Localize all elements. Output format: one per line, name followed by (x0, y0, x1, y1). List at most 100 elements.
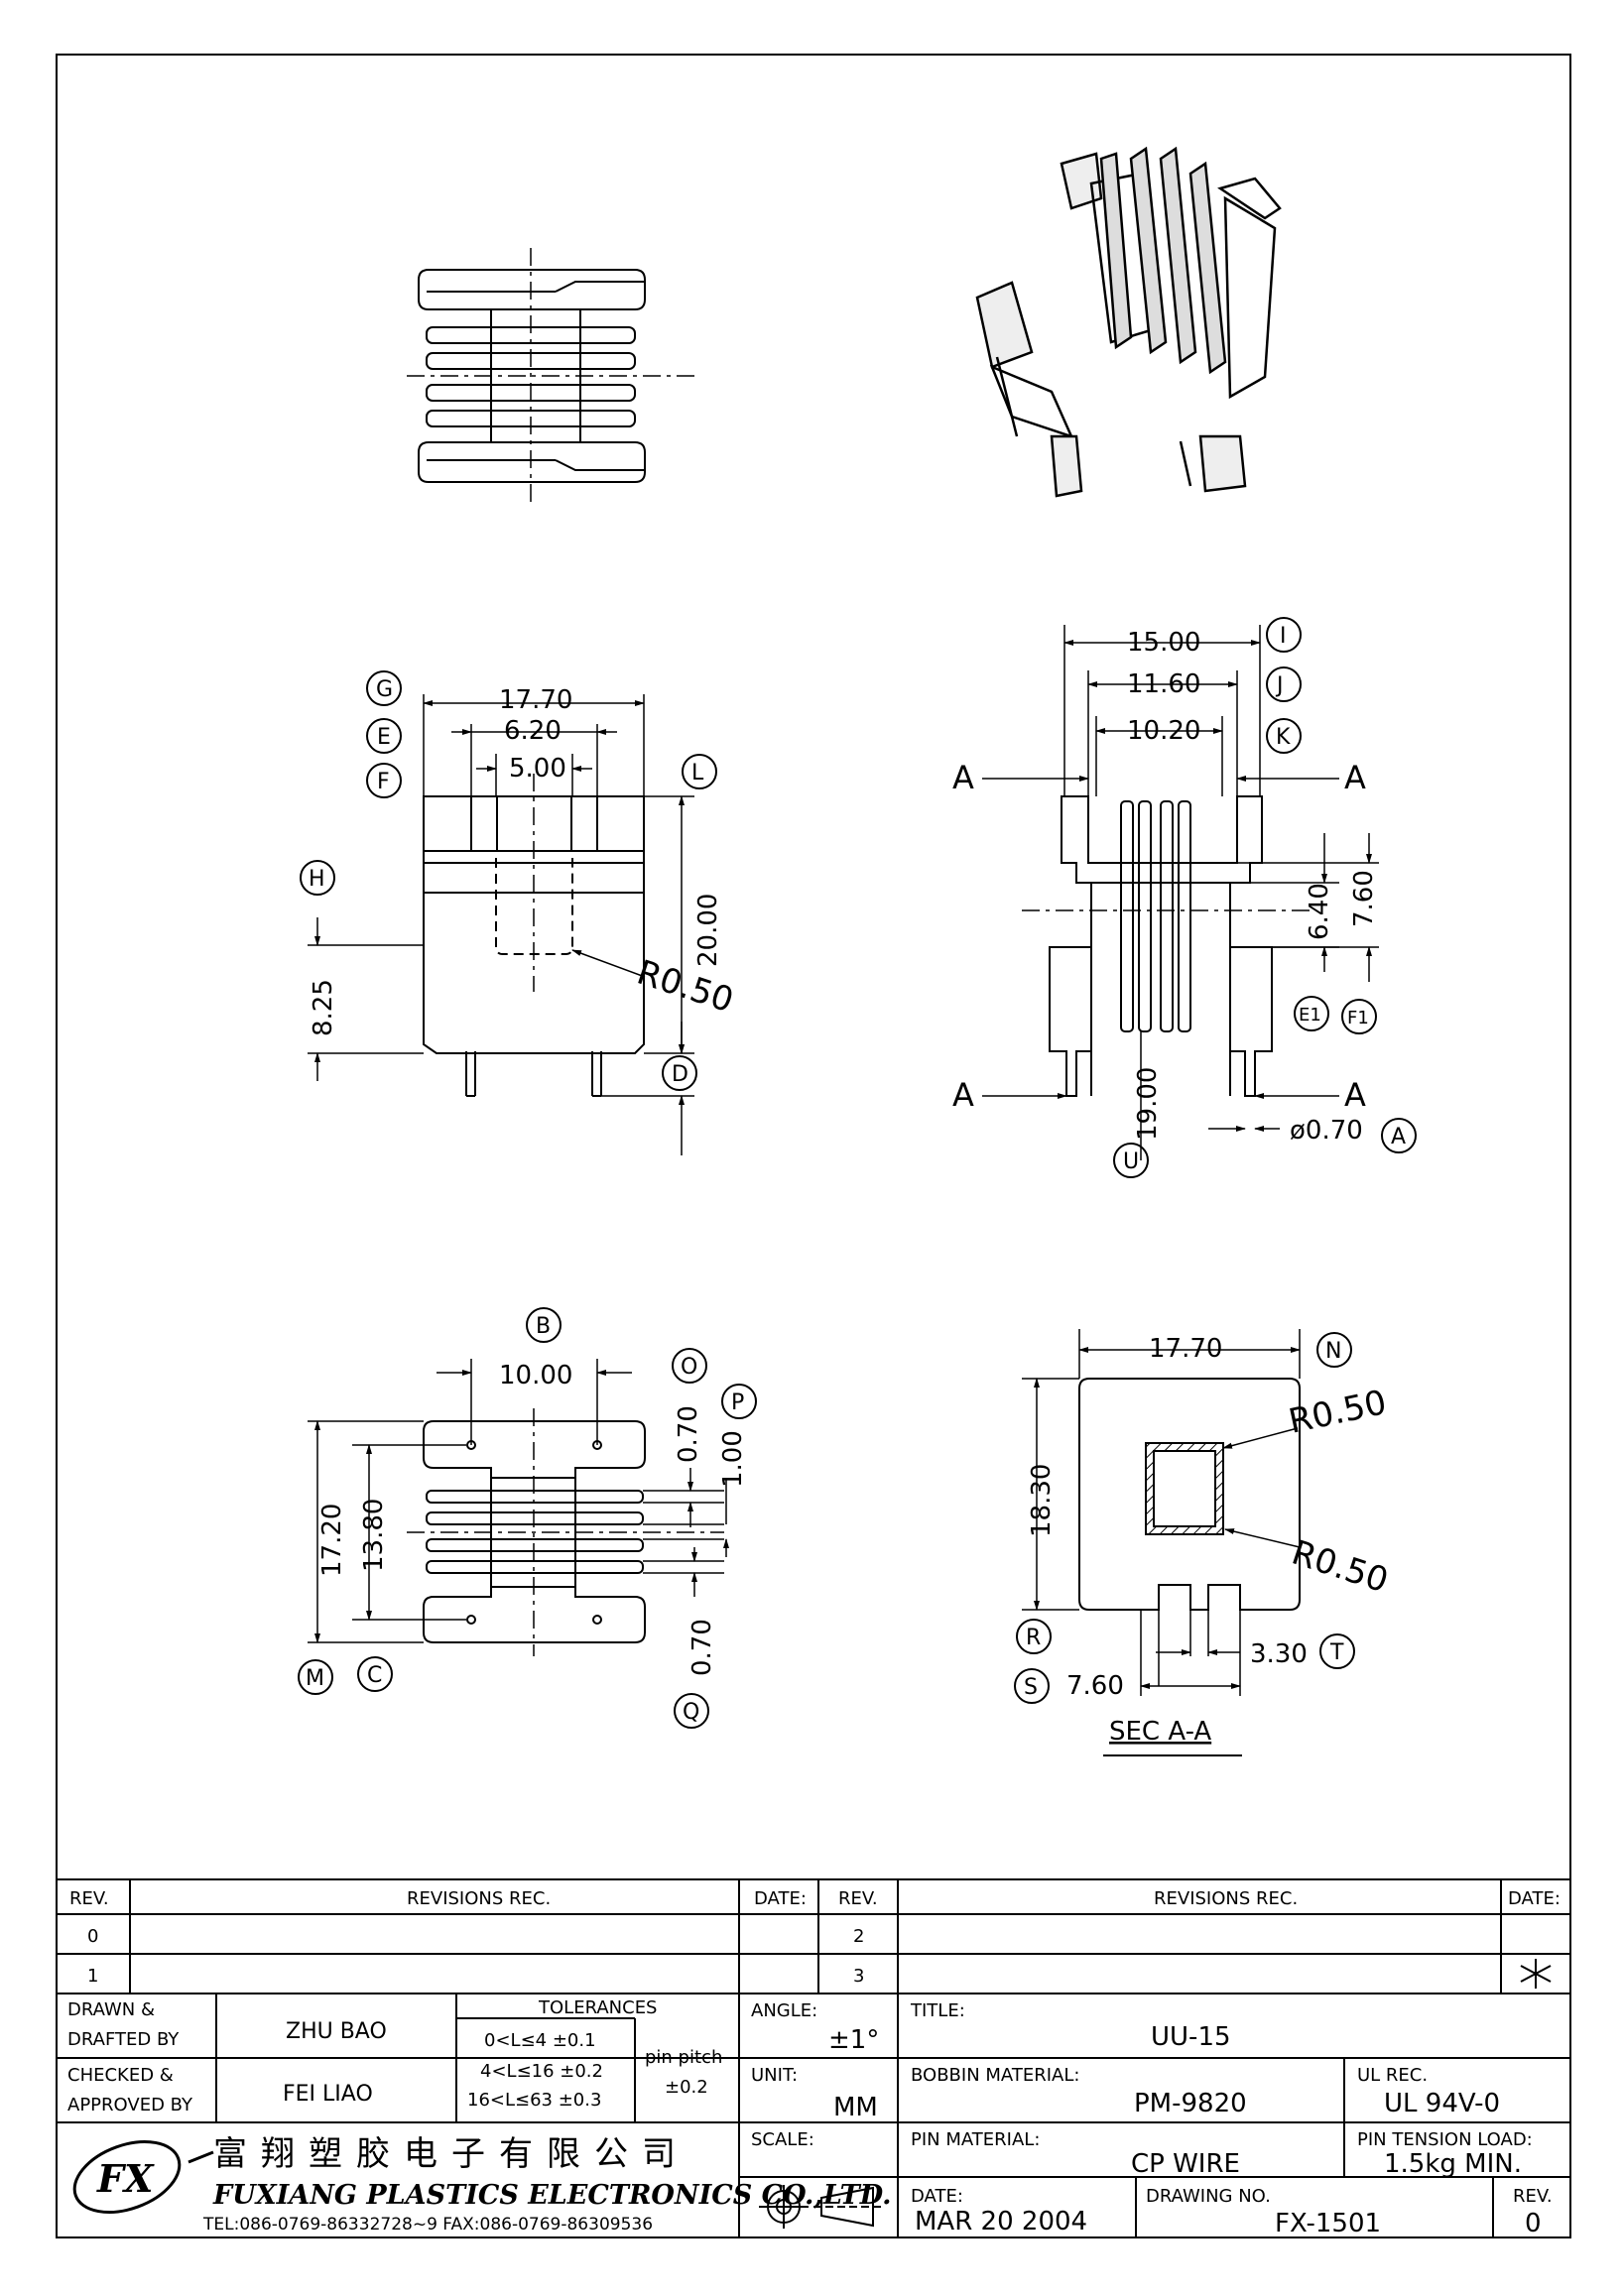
section-a-left-top: A (952, 759, 974, 796)
logo-text: FX (96, 2156, 155, 2201)
marker-u: U (1123, 1149, 1139, 1174)
projection-symbol-icon (759, 2185, 883, 2229)
drawn-by: ZHU BAO (286, 2019, 387, 2044)
date-header-left: DATE: (754, 1888, 807, 1909)
drawing-no-value: FX-1501 (1275, 2209, 1381, 2238)
section-view: 17.70 18.30 R0.50 R0.50 3.30 7.60 SEC A-… (1014, 1329, 1393, 1756)
checked-label-2: APPROVED BY (67, 2095, 193, 2115)
sec-dim-r2: R0.50 (1287, 1533, 1393, 1602)
pin-tension-label: PIN TENSION LOAD: (1357, 2129, 1533, 2150)
angle-label: ANGLE: (751, 2000, 817, 2021)
marker-f1: F1 (1347, 1008, 1369, 1028)
marker-d: D (672, 1062, 688, 1087)
dim-070-bottom: 0.70 (687, 1619, 717, 1676)
date-label: DATE: (911, 2186, 963, 2207)
marker-a: A (1391, 1125, 1406, 1149)
marker-f: F (377, 770, 390, 794)
title-label: TITLE: (910, 2000, 965, 2021)
asterisk-icon (1520, 1959, 1552, 1989)
tolerance-3: 16<L≤63 ±0.3 (467, 2090, 601, 2111)
checked-by: FEI LIAO (283, 2082, 373, 2107)
rev-row-1: 1 (87, 1966, 98, 1987)
company-name-cn: 富翔塑胶电子有限公司 (213, 2134, 689, 2174)
pin-material-label: PIN MATERIAL: (911, 2129, 1040, 2150)
drawn-label-1: DRAWN & (67, 1999, 155, 2020)
rev-value: 0 (1525, 2209, 1542, 2238)
marker-j: J (1275, 673, 1284, 698)
marker-e: E (377, 725, 391, 750)
marker-l: L (691, 761, 704, 785)
marker-b: B (536, 1314, 551, 1339)
marker-c: C (367, 1663, 382, 1688)
bobbin-material-label: BOBBIN MATERIAL: (911, 2065, 1079, 2086)
section-a-right-top: A (1344, 759, 1366, 796)
marker-m: M (306, 1666, 324, 1691)
side-view: 15.00 11.60 10.20 6.40 7.60 19.00 ø0.70 … (952, 617, 1417, 1178)
tolerance-1: 0<L≤4 ±0.1 (484, 2030, 596, 2051)
rev-row-2: 2 (853, 1926, 864, 1947)
marker-h: H (309, 867, 325, 892)
sec-dim-330: 3.30 (1250, 1639, 1308, 1669)
unit-label: UNIT: (751, 2065, 798, 2086)
pin-material-value: CP WIRE (1131, 2149, 1240, 2179)
ul-rec-value: UL 94V-0 (1384, 2089, 1500, 2118)
dim-19: 19.00 (1133, 1067, 1163, 1141)
date-header-right: DATE: (1508, 1888, 1561, 1909)
tolerance-2: 4<L≤16 ±0.2 (480, 2061, 603, 2082)
company-name-en: FUXIANG PLASTICS ELECTRONICS CO.,LTD. (212, 2180, 892, 2211)
dim-070-top: 0.70 (674, 1405, 703, 1463)
rev-header-right: REV. (838, 1888, 878, 1909)
angle-value: ±1° (828, 2025, 879, 2055)
isometric-view (975, 146, 1282, 498)
revisions-header-left: REVISIONS REC. (407, 1888, 551, 1909)
sec-dim-r1: R0.50 (1286, 1383, 1390, 1442)
marker-r: R (1026, 1626, 1041, 1650)
marker-e1: E1 (1299, 1005, 1321, 1026)
scale-label: SCALE: (751, 2129, 814, 2150)
dim-slot-inner: 5.00 (509, 754, 566, 784)
top-view (407, 248, 694, 506)
rev-header-left: REV. (69, 1888, 109, 1909)
dim-100: 1.00 (718, 1430, 748, 1488)
section-a-left-bottom: A (952, 1076, 974, 1114)
rev-label: REV. (1513, 2186, 1553, 2207)
company-contact: TEL:086-0769-86332728~9 FAX:086-0769-863… (202, 2215, 653, 2235)
sec-dim-width: 17.70 (1149, 1334, 1222, 1364)
dim-1720: 17.20 (317, 1504, 347, 1577)
title-block: REV. REVISIONS REC. DATE: REV. REVISIONS… (56, 1878, 1571, 2238)
bobbin-material-value: PM-9820 (1134, 2089, 1247, 2118)
marker-k: K (1276, 725, 1291, 750)
marker-i: I (1280, 624, 1287, 649)
dim-width: 17.70 (499, 685, 572, 715)
tolerances-label: TOLERANCES (538, 1997, 658, 2018)
title-value: UU-15 (1151, 2022, 1231, 2052)
dim-base: 8.25 (309, 979, 338, 1036)
rev-row-0: 0 (87, 1926, 98, 1947)
marker-o: O (681, 1355, 697, 1380)
dim-slot-outer: 6.20 (504, 716, 562, 746)
ul-rec-label: UL REC. (1357, 2065, 1428, 2086)
dim-1380: 13.80 (359, 1499, 389, 1572)
sec-dim-height: 18.30 (1027, 1464, 1057, 1537)
sec-dim-760: 7.60 (1066, 1671, 1124, 1701)
pin-pitch-label: pin pitch (645, 2047, 722, 2068)
checked-label-1: CHECKED & (67, 2065, 174, 2086)
section-a-right-bottom: A (1344, 1076, 1366, 1114)
dim-height: 20.00 (693, 894, 723, 967)
drawn-label-2: DRAFTED BY (67, 2029, 180, 2050)
company-logo: FX (72, 2140, 214, 2214)
date-value: MAR 20 2004 (915, 2207, 1087, 2236)
bottom-view: 10.00 0.70 1.00 17.20 13.80 0.70 B O P Q… (298, 1307, 757, 1729)
dim-15: 15.00 (1127, 628, 1200, 658)
unit-value: MM (833, 2093, 878, 2122)
marker-n: N (1325, 1339, 1341, 1364)
dim-pitch: 10.00 (499, 1361, 572, 1390)
dim-pin-dia: ø0.70 (1290, 1116, 1363, 1146)
drawing-border (56, 54, 1571, 2238)
dim-7-60: 7.60 (1349, 870, 1379, 927)
pin-tension-value: 1.5kg MIN. (1384, 2149, 1522, 2179)
marker-q: Q (683, 1700, 699, 1725)
marker-g: G (376, 677, 393, 702)
marker-s: S (1024, 1675, 1038, 1700)
